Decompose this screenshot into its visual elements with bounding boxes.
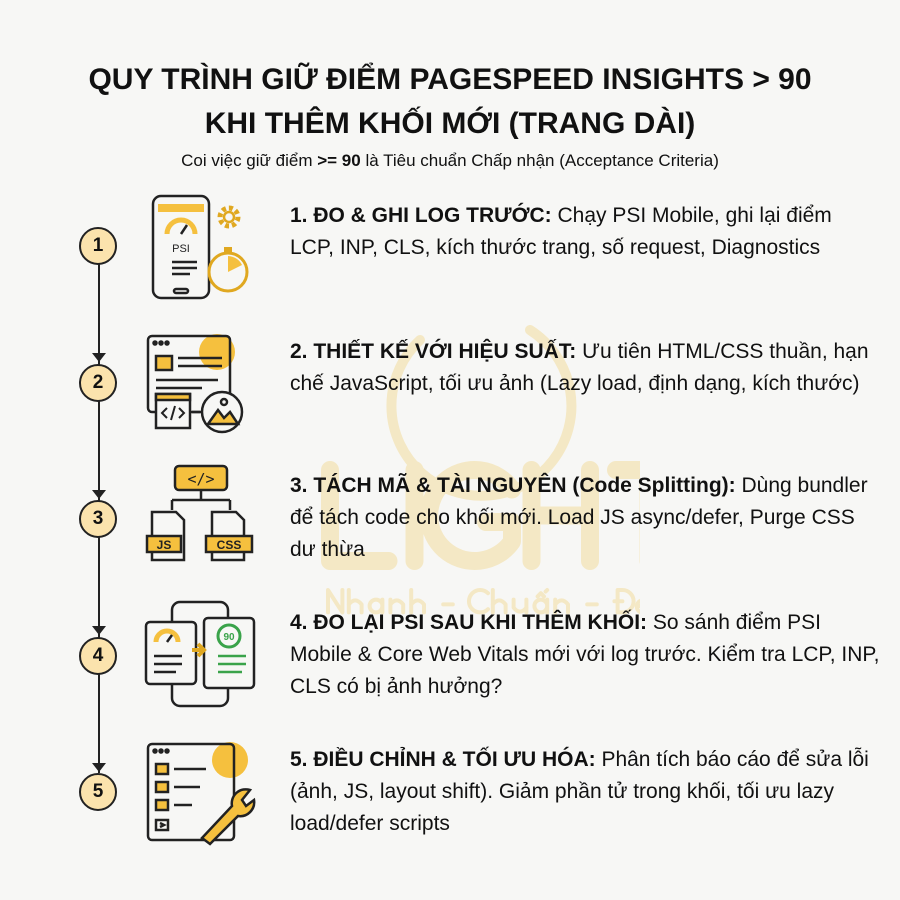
arrow-down-icon — [92, 490, 106, 499]
step-heading: 1. ĐO & GHI LOG TRƯỚC: — [290, 204, 552, 227]
title-line-1: QUY TRÌNH GIỮ ĐIỂM PAGESPEED INSIGHTS > … — [88, 63, 812, 96]
step-text: Phân tích báo cáo để sửa lỗi (ảnh, JS, l… — [290, 748, 869, 835]
arrow-down-icon — [92, 626, 106, 635]
step-number-4: 4 — [79, 637, 117, 675]
step-number-1: 1 — [79, 227, 117, 265]
browser-code-image-icon — [146, 334, 244, 434]
phone-psi-stopwatch-icon: PSI — [151, 194, 249, 300]
step-number-5: 5 — [79, 773, 117, 811]
step-number-2: 2 — [79, 364, 117, 402]
css-label: CSS — [217, 538, 242, 552]
phones-compare-score-icon: 90 — [144, 600, 256, 708]
step-2: 2. THIẾT KẾ VỚI HIỆU SUẤT: Ưu tiên HTML/… — [290, 336, 880, 400]
subtitle-text-end: là Tiêu chuẩn Chấp nhận (Acceptance Crit… — [360, 151, 719, 170]
psi-label: PSI — [172, 243, 190, 255]
subtitle: Coi việc giữ điểm >= 90 là Tiêu chuẩn Ch… — [0, 151, 900, 171]
step-3: 3. TÁCH MÃ & TÀI NGUYÊN (Code Splitting)… — [290, 470, 880, 566]
code-split-files-icon: </> JS CSS — [145, 464, 254, 562]
title-line-2: KHI THÊM KHỐI MỚI (TRANG DÀI) — [204, 107, 696, 140]
step-heading: 2. THIẾT KẾ VỚI HIỆU SUẤT: — [290, 340, 577, 363]
step-4: 4. ĐO LẠI PSI SAU KHI THÊM KHỐI: So sánh… — [290, 607, 880, 703]
step-heading: 4. ĐO LẠI PSI SAU KHI THÊM KHỐI: — [290, 611, 648, 634]
subtitle-bold: >= 90 — [317, 151, 361, 170]
subtitle-text: Coi việc giữ điểm — [181, 151, 318, 170]
page-title: QUY TRÌNH GIỮ ĐIỂM PAGESPEED INSIGHTS > … — [0, 58, 900, 146]
step-1: 1. ĐO & GHI LOG TRƯỚC: Chạy PSI Mobile, … — [290, 200, 880, 264]
step-number-3: 3 — [79, 500, 117, 538]
js-label: JS — [157, 538, 172, 552]
step-heading: 3. TÁCH MÃ & TÀI NGUYÊN (Code Splitting)… — [290, 474, 736, 497]
step-heading: 5. ĐIỀU CHỈNH & TỐI ƯU HÓA: — [290, 748, 596, 771]
step-text: So sánh điểm PSI Mobile & Core Web Vital… — [290, 611, 880, 698]
code-label: </> — [187, 470, 214, 488]
arrow-down-icon — [92, 353, 106, 362]
step-text: Chạy PSI Mobile, ghi lại điểm LCP, INP, … — [290, 204, 832, 259]
arrow-down-icon — [92, 763, 106, 772]
score-label: 90 — [223, 632, 235, 643]
step-5: 5. ĐIỀU CHỈNH & TỐI ƯU HÓA: Phân tích bá… — [290, 744, 880, 840]
browser-wrench-icon — [146, 742, 256, 846]
